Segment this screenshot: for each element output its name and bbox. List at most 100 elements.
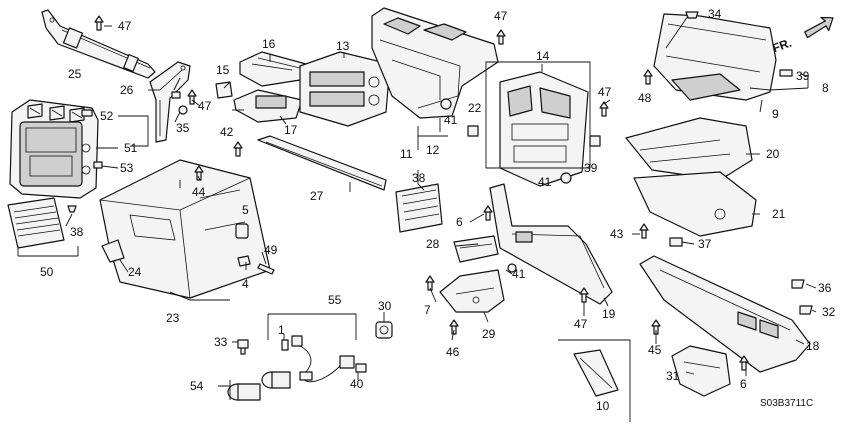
clip-icon — [791, 279, 805, 289]
callout-30: 30 — [378, 299, 392, 313]
center-lower-cover — [489, 183, 613, 305]
callout-41: 41 — [538, 175, 552, 189]
callout-15: 15 — [216, 63, 230, 77]
callout-7: 7 — [424, 303, 431, 317]
screw-icon — [496, 29, 506, 45]
screw-icon — [599, 101, 609, 117]
callout-25: 25 — [68, 67, 82, 81]
bracket-15 — [215, 81, 233, 99]
pin-icon — [257, 263, 275, 275]
callout-6: 6 — [456, 215, 463, 229]
callout-18: 18 — [806, 339, 820, 353]
callout-50: 50 — [40, 265, 54, 279]
steering-hanger-bracket — [41, 9, 156, 79]
dashboard-reinforcement-bar — [257, 135, 387, 191]
center-dash-panel — [499, 71, 589, 187]
screw-icon — [233, 141, 243, 157]
nut-icon — [440, 98, 452, 110]
lower-pocket — [671, 345, 731, 397]
callout-38: 38 — [412, 171, 426, 185]
fuse-icon — [281, 339, 289, 351]
callout-34: 34 — [708, 7, 722, 21]
cigarette-lighter — [227, 371, 291, 401]
screw-icon — [425, 275, 435, 291]
callout-35: 35 — [176, 121, 190, 135]
callout-20: 20 — [766, 147, 780, 161]
front-direction-arrow — [804, 16, 834, 39]
center-panel-assembly — [9, 99, 99, 199]
screw-icon — [94, 15, 104, 31]
clip-icon — [355, 363, 367, 373]
lower-bracket — [439, 269, 505, 313]
callout-36: 36 — [818, 281, 832, 295]
audio-panel — [299, 51, 391, 127]
callout-6: 6 — [740, 377, 747, 391]
callout-43: 43 — [610, 227, 624, 241]
callout-22: 22 — [468, 101, 482, 115]
clip-icon — [685, 11, 699, 19]
clip-icon — [81, 109, 93, 117]
clip-icon — [171, 91, 181, 99]
leader-lines — [17, 15, 817, 400]
diagram-code: S03B3711C — [760, 398, 813, 409]
nut-icon — [560, 172, 572, 184]
callout-16: 16 — [262, 37, 276, 51]
callout-28: 28 — [426, 237, 440, 251]
callout-23: 23 — [166, 311, 180, 325]
callout-47: 47 — [574, 317, 588, 331]
callout-44: 44 — [192, 185, 206, 199]
callout-11: 11 — [400, 147, 413, 161]
clip-icon — [67, 205, 77, 213]
damper-icon — [235, 223, 249, 239]
callout-48: 48 — [638, 91, 652, 105]
callout-14: 14 — [536, 49, 550, 63]
screw-icon — [643, 69, 653, 85]
column-cover-upper — [625, 117, 753, 181]
upper-pocket-16 — [239, 51, 307, 87]
callout-9: 9 — [772, 107, 779, 121]
socket-cap — [375, 321, 393, 339]
clip-icon — [467, 125, 479, 137]
nut-icon — [507, 263, 517, 273]
callout-47: 47 — [198, 99, 212, 113]
callout-33: 33 — [214, 335, 228, 349]
callout-40: 40 — [350, 377, 364, 391]
callout-39: 39 — [584, 161, 598, 175]
callout-54: 54 — [190, 379, 204, 393]
callout-numbers: 47 25 26 16 15 47 35 17 13 42 52 51 53 4… — [40, 7, 836, 413]
screw-icon — [187, 89, 197, 105]
callout-5: 5 — [242, 203, 249, 217]
callout-55: 55 — [328, 293, 342, 307]
center-bracket — [149, 61, 191, 143]
inset-detail-box — [558, 339, 631, 422]
callout-47: 47 — [494, 9, 508, 23]
callout-1: 1 — [278, 323, 285, 337]
callout-29: 29 — [482, 327, 496, 341]
callout-52: 52 — [100, 109, 114, 123]
screw-icon — [194, 165, 204, 181]
callout-41: 41 — [444, 113, 458, 127]
latch-icon — [237, 255, 251, 267]
callout-46: 46 — [446, 345, 460, 359]
callout-19: 19 — [602, 307, 616, 321]
callout-51: 51 — [124, 141, 138, 155]
callout-32: 32 — [822, 305, 836, 319]
callout-47: 47 — [598, 85, 612, 99]
callout-37: 37 — [698, 237, 712, 251]
callout-21: 21 — [772, 207, 786, 221]
callout-17: 17 — [284, 123, 298, 137]
callout-38: 38 — [70, 225, 84, 239]
callout-10: 10 — [596, 399, 610, 413]
screw-icon — [449, 319, 459, 335]
callout-47: 47 — [118, 19, 132, 33]
clip-icon — [589, 135, 601, 147]
vent-panel-11 — [395, 183, 443, 233]
callout-4: 4 — [242, 277, 249, 291]
clip-icon — [779, 69, 793, 77]
callout-26: 26 — [120, 83, 134, 97]
callout-31: 31 — [666, 369, 680, 383]
coin-pocket — [453, 235, 499, 263]
callout-45: 45 — [648, 343, 662, 357]
callout-39: 39 — [796, 69, 810, 83]
